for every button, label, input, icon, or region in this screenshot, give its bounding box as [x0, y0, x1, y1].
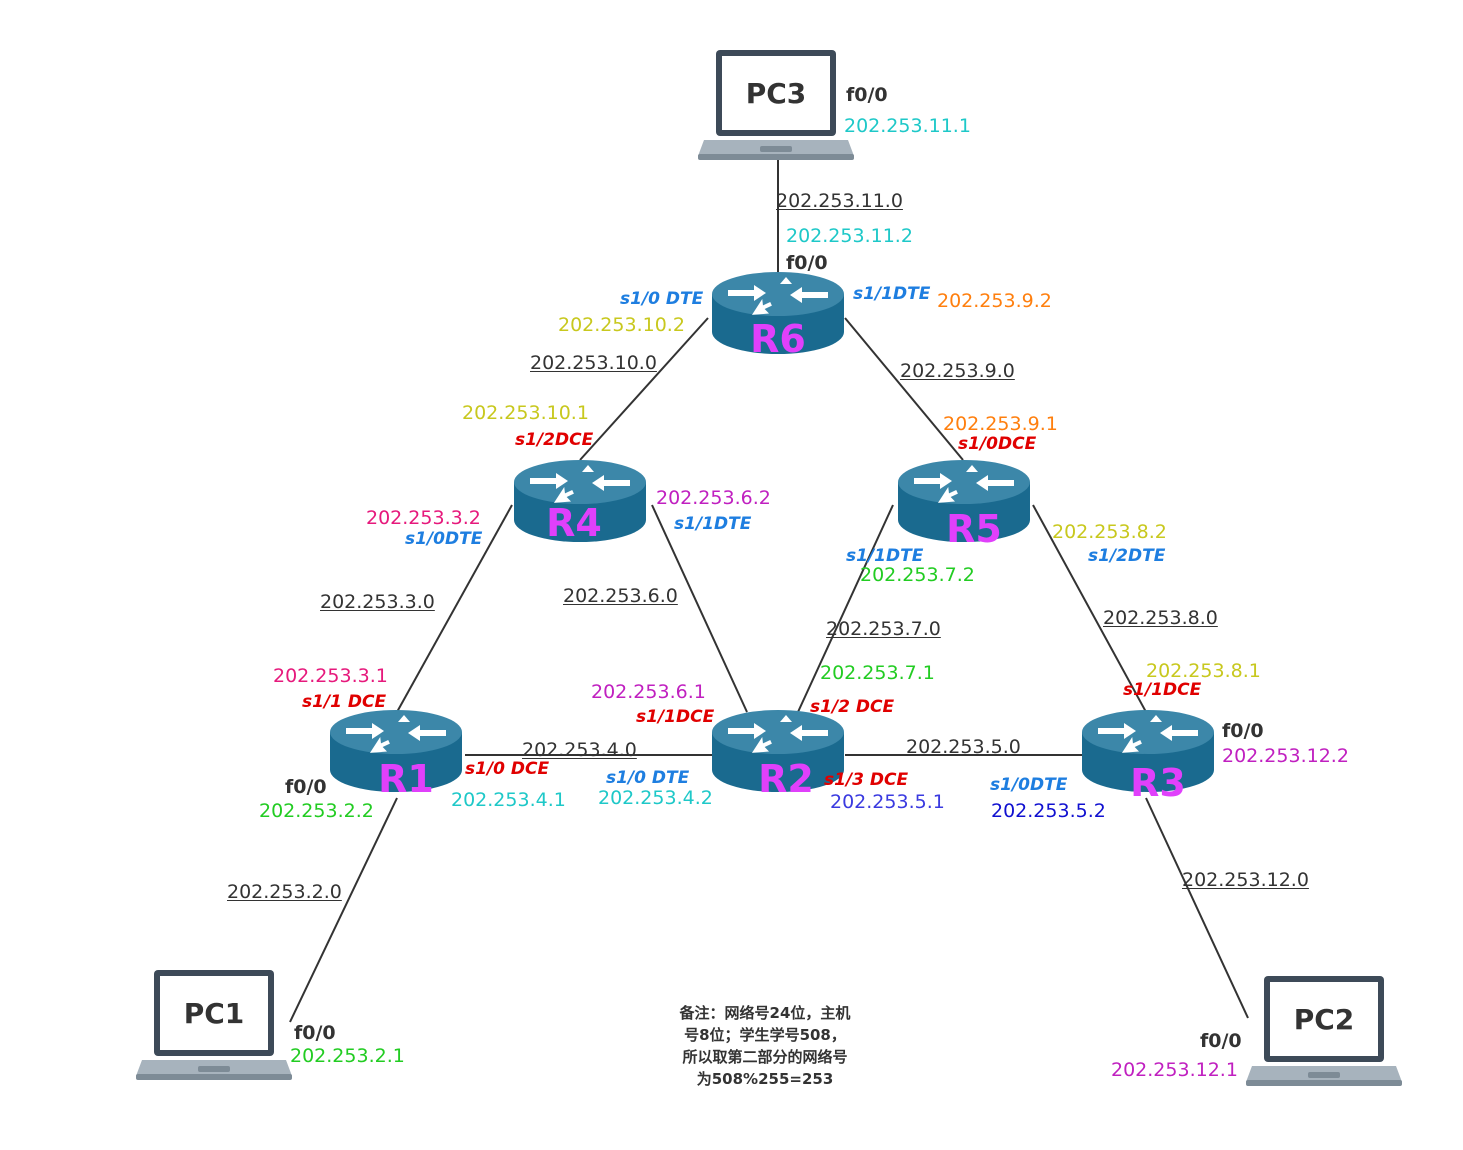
- pc-label: PC3: [745, 77, 807, 110]
- port-label-pc2: f0/0: [1200, 1030, 1242, 1052]
- ip-label: 202.253.7.2: [860, 564, 975, 586]
- ip-label: 202.253.12.2: [1222, 745, 1349, 767]
- router-label: R5: [946, 507, 1002, 551]
- link-r4-r1: [396, 504, 513, 713]
- ip-label: 202.253.12.1: [1111, 1059, 1238, 1081]
- ip-label: 202.253.6.2: [656, 487, 771, 509]
- link-r1-pc1: [289, 797, 398, 1023]
- network-label-4: 202.253.4.0: [522, 739, 637, 761]
- pc-pc3[interactable]: PC3: [698, 48, 854, 162]
- router-r5[interactable]: R5: [896, 458, 1032, 554]
- note: 备注：网络号24位，主机 号8位；学生学号508， 所以取第二部分的网络号 为5…: [660, 1002, 870, 1090]
- ip-label: 202.253.5.1: [830, 791, 945, 813]
- ip-label: 202.253.7.1: [820, 662, 935, 684]
- interface-label: s1/2DTE: [1088, 546, 1166, 566]
- router-icon: [330, 710, 462, 792]
- ip-label: 202.253.11.2: [786, 225, 913, 247]
- ip-label: 202.253.10.1: [462, 402, 589, 424]
- port-label-r1: f0/0: [285, 776, 327, 798]
- ip-label: 202.253.10.2: [558, 314, 685, 336]
- network-label-7: 202.253.7.0: [826, 618, 941, 640]
- network-label-5: 202.253.5.0: [906, 736, 1021, 758]
- ip-label: 202.253.11.1: [844, 115, 971, 137]
- interface-label: s1/1 DCE: [302, 692, 387, 712]
- note-line: 备注：网络号24位，主机: [679, 1004, 851, 1022]
- router-icon: [712, 272, 844, 354]
- interface-label: s1/0DCE: [958, 434, 1037, 454]
- interface-label: s1/1DCE: [636, 707, 715, 727]
- interface-label: s1/3 DCE: [824, 770, 909, 790]
- router-icon: [514, 460, 646, 542]
- interface-label: s1/1DTE: [674, 514, 752, 534]
- router-r1[interactable]: R1: [328, 708, 464, 804]
- ip-label: 202.253.3.1: [273, 665, 388, 687]
- link-r5-r3: [1032, 504, 1147, 713]
- laptop-icon: [1246, 976, 1402, 1086]
- router-icon: [898, 460, 1030, 542]
- network-label-3: 202.253.3.0: [320, 591, 435, 613]
- interface-label: s1/1DTE: [846, 546, 924, 566]
- interface-label: s1/2DCE: [515, 430, 594, 450]
- interface-label: s1/2 DCE: [810, 697, 895, 717]
- ip-label: 202.253.2.2: [259, 800, 374, 822]
- pc-pc1[interactable]: PC1: [136, 968, 292, 1082]
- interface-label: s1/0 DTE: [606, 768, 690, 788]
- router-label: R3: [1130, 761, 1186, 805]
- link-r3-pc2: [1145, 797, 1249, 1019]
- port-label-pc1: f0/0: [294, 1022, 336, 1044]
- router-icon: [1082, 710, 1214, 792]
- network-label-2: 202.253.2.0: [227, 881, 342, 903]
- network-label-10: 202.253.10.0: [530, 352, 657, 374]
- pc-label: PC1: [183, 997, 245, 1030]
- pc-pc2[interactable]: PC2: [1246, 974, 1402, 1088]
- network-label-6: 202.253.6.0: [563, 585, 678, 607]
- interface-label: s1/1DCE: [1123, 680, 1202, 700]
- note-line: 为508%255=253: [696, 1070, 834, 1088]
- link-r5-r2: [797, 504, 894, 713]
- router-label: R2: [758, 757, 814, 801]
- port-label-r6: f0/0: [786, 252, 828, 274]
- port-label-pc3: f0/0: [846, 84, 888, 106]
- interface-label: s1/0DTE: [405, 529, 483, 549]
- router-label: R4: [546, 501, 602, 545]
- router-label: R6: [750, 317, 806, 361]
- laptop-icon: [136, 970, 292, 1080]
- ip-label: 202.253.8.2: [1052, 521, 1167, 543]
- router-r4[interactable]: R4: [512, 458, 648, 554]
- router-r3[interactable]: R3: [1080, 708, 1216, 804]
- network-label-9: 202.253.9.0: [900, 360, 1015, 382]
- interface-label: s1/1DTE: [853, 284, 931, 304]
- ip-label: 202.253.4.1: [451, 789, 566, 811]
- network-label-11: 202.253.11.0: [776, 190, 903, 212]
- router-icon: [712, 710, 844, 792]
- pc-label: PC2: [1293, 1003, 1355, 1036]
- note-line: 所以取第二部分的网络号: [682, 1048, 848, 1066]
- ip-label: 202.253.6.1: [591, 681, 706, 703]
- interface-label: s1/0DTE: [990, 775, 1068, 795]
- link-r6-r4: [579, 317, 709, 461]
- interface-label: s1/0 DTE: [620, 289, 704, 309]
- network-label-8: 202.253.8.0: [1103, 607, 1218, 629]
- ip-label: 202.253.3.2: [366, 507, 481, 529]
- note-line: 号8位；学生学号508，: [684, 1026, 846, 1044]
- link-r6-r5: [844, 317, 964, 461]
- router-r2[interactable]: R2: [710, 708, 846, 804]
- laptop-icon: [698, 50, 854, 160]
- link-r4-r2: [651, 504, 748, 713]
- ip-label: 202.253.5.2: [991, 800, 1106, 822]
- router-label: R1: [378, 757, 434, 801]
- ip-label: 202.253.9.1: [943, 413, 1058, 435]
- interface-label: s1/0 DCE: [465, 759, 550, 779]
- port-label-r3: f0/0: [1222, 720, 1264, 742]
- ip-label: 202.253.8.1: [1146, 660, 1261, 682]
- router-r6[interactable]: R6: [710, 270, 846, 366]
- network-label-12: 202.253.12.0: [1182, 869, 1309, 891]
- ip-label: 202.253.2.1: [290, 1045, 405, 1067]
- ip-label: 202.253.9.2: [937, 290, 1052, 312]
- ip-label: 202.253.4.2: [598, 787, 713, 809]
